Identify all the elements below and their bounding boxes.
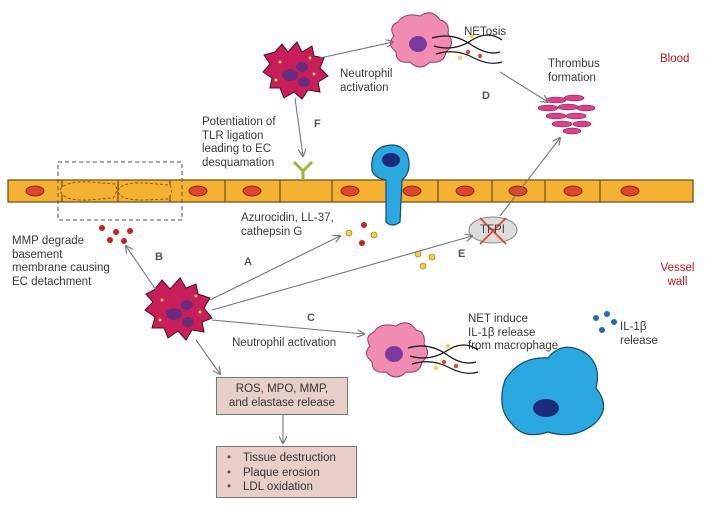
pathway-letter-d: D	[482, 90, 490, 102]
arrow-d-thrombus	[499, 71, 548, 102]
arrow-f-tlr	[294, 97, 303, 156]
netosis-neutrophil-top-icon	[390, 12, 503, 68]
arrow-a-azurocidin	[209, 236, 340, 301]
pathway-letter-a: A	[244, 256, 252, 268]
label-azurocidin: Azurocidin, LL-37, cathepsin G	[241, 212, 334, 238]
label-net-induce: NET induce IL-1β release from macrophage	[468, 313, 559, 352]
tfpi-icon	[468, 216, 518, 245]
label-neutrophil-activation-bottom: Neutrophil activation	[232, 337, 337, 349]
list-item: •LDL oxidation	[227, 481, 313, 493]
arrow-b-mmp	[126, 246, 157, 291]
arrow-e-tfpi	[211, 236, 472, 311]
pathway-letter-c: C	[307, 312, 315, 324]
macrophage-icon	[501, 346, 605, 436]
transmigrating-monocyte-icon	[371, 144, 410, 226]
il1b-molecules	[593, 311, 617, 333]
label-tlr-potentiation: Potentiation of TLR ligation leading to …	[202, 116, 276, 169]
pathway-letter-e: E	[458, 248, 466, 260]
label-il1b-release: IL-1β release	[620, 321, 658, 347]
arrow-c-net	[211, 319, 364, 334]
list-item: •Tissue destruction	[227, 452, 336, 464]
region-blood: Blood	[660, 53, 690, 65]
label-neutrophil-activation-top: Neutrophil activation	[340, 68, 393, 94]
neutrophil-top-icon	[262, 41, 329, 100]
label-netosis: NETosis	[464, 26, 507, 38]
thrombus-icon	[537, 94, 596, 135]
mmp-granules	[99, 225, 133, 244]
arrow-ros-box	[195, 339, 220, 374]
pathway-arrows	[126, 42, 560, 443]
ros-release-text: ROS, MPO, MMP, and elastase release	[228, 383, 336, 409]
detached-ec-cells	[59, 181, 173, 201]
pathway-letter-f: F	[314, 118, 321, 130]
consequences-list: •Tissue destruction •Plaque erosion •LDL…	[227, 451, 356, 495]
tlr-receptor-icon	[292, 160, 314, 180]
neutrophil-bottom-icon	[144, 277, 213, 341]
consequences-box: •Tissue destruction •Plaque erosion •LDL…	[216, 446, 357, 498]
label-thrombus-formation: Thrombus formation	[548, 58, 600, 84]
azurocidin-granules	[345, 222, 378, 246]
region-vessel-wall: Vessel wall	[660, 262, 695, 288]
tfpi-cleaving-granules	[414, 250, 436, 270]
label-tfpi: TFPI	[480, 224, 505, 236]
ros-release-box: ROS, MPO, MMP, and elastase release	[216, 377, 348, 415]
arrow-tfpi-thrombus	[499, 138, 560, 217]
pathway-letter-b: B	[155, 251, 163, 263]
arrow-activation-netosis	[319, 42, 393, 59]
list-item: •Plaque erosion	[227, 466, 320, 479]
endothelial-layer	[7, 161, 694, 221]
label-mmp-degrade: MMP degrade basement membrane causing EC…	[12, 235, 110, 288]
netosis-neutrophil-bottom-icon	[366, 322, 479, 378]
